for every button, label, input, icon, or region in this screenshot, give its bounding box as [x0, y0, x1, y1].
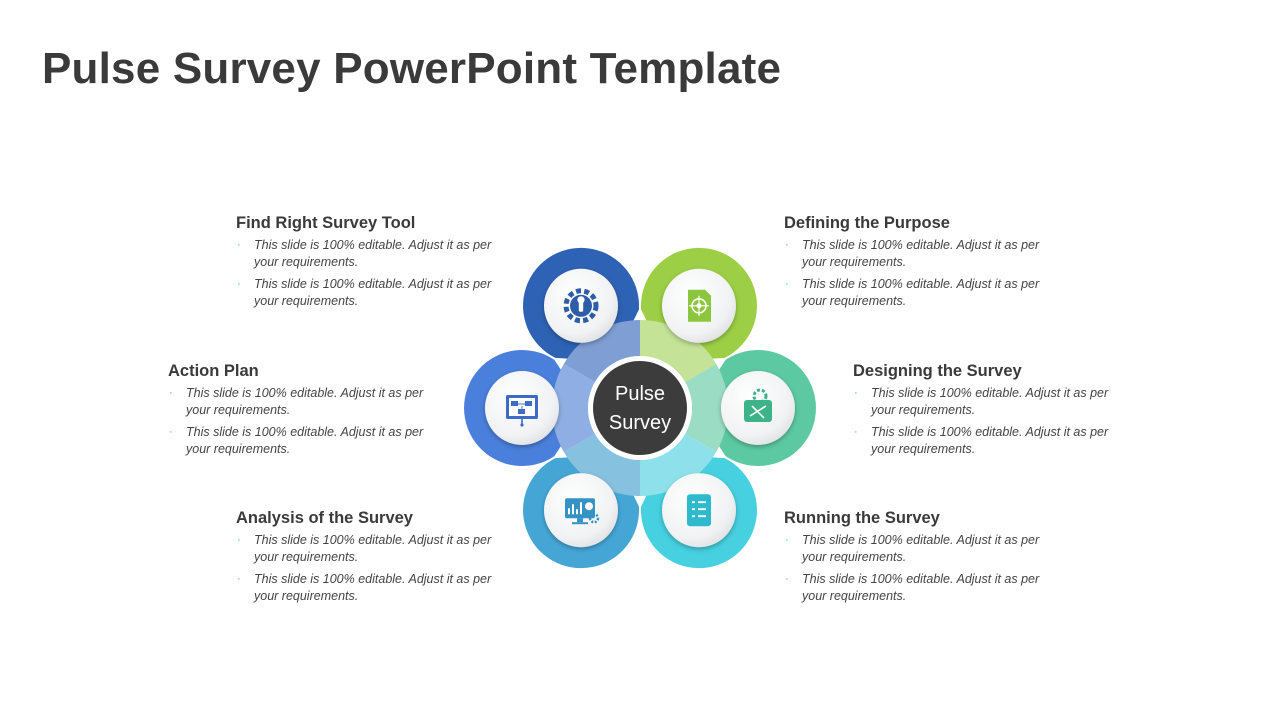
- block-defining-the-purpose: Defining the Purpose · This slide is 100%…: [784, 214, 1054, 315]
- petal-inner-segment: [639, 433, 717, 496]
- petal-inner-segment: [639, 320, 717, 383]
- center-hub: Pulse Survey: [588, 356, 692, 460]
- bullet-dot-icon: ·: [237, 278, 241, 290]
- bullet-list: · This slide is 100% editable. Adjust it …: [784, 237, 1054, 310]
- petal-inner-segment: [563, 320, 641, 383]
- bullet-text: This slide is 100% editable. Adjust it a…: [254, 238, 492, 269]
- block-heading: Designing the Survey: [853, 362, 1022, 380]
- bullet-list: · This slide is 100% editable. Adjust it …: [853, 385, 1123, 458]
- bullet-dot-icon: ·: [785, 239, 789, 251]
- petal-inner-segment: [552, 364, 595, 452]
- block-action-plan: Action Plan · This slide is 100% editable…: [168, 362, 438, 463]
- bullet-dot-icon: ·: [237, 534, 241, 546]
- petal-icon-circle: [544, 473, 618, 548]
- center-circle: [593, 361, 687, 455]
- block-analysis-of-the-survey: Analysis of the Survey · This slide is 10…: [236, 509, 506, 610]
- monitor-chart-icon: [565, 498, 600, 525]
- bullet-text: This slide is 100% editable. Adjust it a…: [186, 425, 424, 456]
- blueprint-gear-icon: [744, 388, 772, 422]
- gear-wrench-icon: [563, 288, 599, 324]
- page-title: Pulse Survey PowerPoint Template: [42, 44, 782, 93]
- bullet-dot-icon: ·: [169, 387, 173, 399]
- center-label-line1: Pulse: [615, 383, 665, 405]
- petal-icon-circle: [485, 371, 559, 445]
- bullet-text: This slide is 100% editable. Adjust it a…: [254, 572, 492, 603]
- list-item: · This slide is 100% editable. Adjust it …: [853, 385, 1123, 419]
- petal-icon-circle: [544, 268, 618, 343]
- checklist-icon: [687, 494, 711, 527]
- list-item: · This slide is 100% editable. Adjust it …: [236, 237, 506, 271]
- bullet-dot-icon: ·: [169, 426, 173, 438]
- bullet-dot-icon: ·: [854, 426, 858, 438]
- bullet-dot-icon: ·: [785, 573, 789, 585]
- list-item: · This slide is 100% editable. Adjust it …: [784, 532, 1054, 566]
- block-running-the-survey: Running the Survey · This slide is 100% e…: [784, 509, 1054, 610]
- list-item: · This slide is 100% editable. Adjust it …: [784, 237, 1054, 271]
- list-item: · This slide is 100% editable. Adjust it …: [168, 385, 438, 419]
- presentation-board-icon: [506, 395, 538, 427]
- block-heading: Analysis of the Survey: [236, 509, 413, 527]
- bullet-text: This slide is 100% editable. Adjust it a…: [871, 386, 1109, 417]
- list-item: · This slide is 100% editable. Adjust it …: [853, 424, 1123, 458]
- block-designing-the-survey: Designing the Survey · This slide is 100%…: [853, 362, 1123, 463]
- petal-icon-circle: [662, 268, 736, 343]
- bullet-text: This slide is 100% editable. Adjust it a…: [802, 533, 1040, 564]
- petal-inner-segment: [685, 364, 728, 452]
- list-item: · This slide is 100% editable. Adjust it …: [784, 571, 1054, 605]
- petal-inner-segment: [563, 433, 641, 496]
- bullet-dot-icon: ·: [237, 239, 241, 251]
- document-target-icon: [688, 289, 711, 322]
- block-find-right-survey-tool: Find Right Survey Tool · This slide is 10…: [236, 214, 506, 315]
- bullet-list: · This slide is 100% editable. Adjust it …: [236, 532, 506, 605]
- petal-icon-circle: [662, 473, 736, 548]
- block-heading: Defining the Purpose: [784, 214, 950, 232]
- bullet-text: This slide is 100% editable. Adjust it a…: [186, 386, 424, 417]
- bullet-text: This slide is 100% editable. Adjust it a…: [802, 572, 1040, 603]
- bullet-text: This slide is 100% editable. Adjust it a…: [871, 425, 1109, 456]
- petal-icon-circle: [721, 371, 795, 445]
- center-label-line2: Survey: [609, 412, 671, 434]
- bullet-text: This slide is 100% editable. Adjust it a…: [802, 277, 1040, 308]
- bullet-list: · This slide is 100% editable. Adjust it …: [784, 532, 1054, 605]
- bullet-list: · This slide is 100% editable. Adjust it …: [236, 237, 506, 310]
- bullet-list: · This slide is 100% editable. Adjust it …: [168, 385, 438, 458]
- bullet-text: This slide is 100% editable. Adjust it a…: [254, 277, 492, 308]
- block-heading: Action Plan: [168, 362, 259, 380]
- list-item: · This slide is 100% editable. Adjust it …: [784, 276, 1054, 310]
- list-item: · This slide is 100% editable. Adjust it …: [236, 532, 506, 566]
- list-item: · This slide is 100% editable. Adjust it …: [236, 276, 506, 310]
- bullet-dot-icon: ·: [785, 534, 789, 546]
- list-item: · This slide is 100% editable. Adjust it …: [168, 424, 438, 458]
- bullet-dot-icon: ·: [785, 278, 789, 290]
- bullet-dot-icon: ·: [237, 573, 241, 585]
- list-item: · This slide is 100% editable. Adjust it …: [236, 571, 506, 605]
- bullet-text: This slide is 100% editable. Adjust it a…: [254, 533, 492, 564]
- bullet-text: This slide is 100% editable. Adjust it a…: [802, 238, 1040, 269]
- block-heading: Running the Survey: [784, 509, 940, 527]
- bullet-dot-icon: ·: [854, 387, 858, 399]
- block-heading: Find Right Survey Tool: [236, 214, 416, 232]
